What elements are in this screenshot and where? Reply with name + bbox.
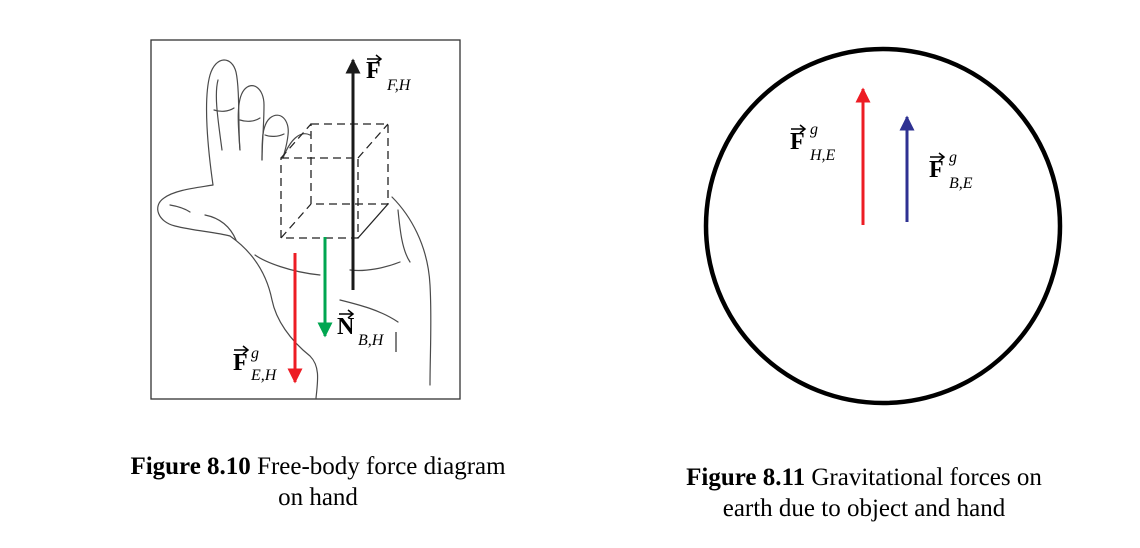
label-f-fh-subscript: F,H (386, 77, 412, 94)
earth-circle (703, 46, 1063, 406)
label-f-he: F g H,E (790, 121, 836, 164)
label-f-be-symbol: F (929, 157, 944, 183)
figure-8-11-number: Figure 8.11 (686, 464, 806, 491)
cube-solid-edge (357, 203, 389, 239)
figure-8-10-caption-text: Free-body force diagram on hand (250, 453, 506, 511)
label-f-be: F g B,E (929, 149, 973, 192)
label-f-he-subscript: H,E (809, 147, 836, 164)
figure-8-10-diagram: F F,H N B,H F g E,H (150, 39, 461, 400)
label-f-fh-symbol: F (366, 58, 381, 84)
object-cube (280, 123, 389, 239)
label-f-he-symbol: F (790, 129, 805, 155)
label-f-eh-symbol: F (233, 350, 248, 376)
label-f-he-superscript: g (810, 121, 818, 138)
figure-8-10-frame (150, 39, 461, 400)
label-f-eh-subscript: E,H (250, 367, 278, 384)
label-n-bh-subscript: B,H (358, 332, 385, 349)
label-n-bh: N B,H (337, 309, 397, 352)
label-f-be-superscript: g (949, 149, 957, 166)
figure-8-11-caption: Figure 8.11 Gravitational forces on eart… (659, 462, 1069, 524)
label-f-be-subscript: B,E (949, 175, 973, 192)
figure-8-11-diagram: F g H,E F g B,E (703, 46, 1063, 406)
figure-8-10-caption: Figure 8.10 Free-body force diagram on h… (118, 451, 518, 513)
hand-drawing (157, 59, 432, 399)
figure-8-11-caption-text: Gravitational forces on earth due to obj… (722, 464, 1042, 522)
label-f-fh: F F,H (366, 54, 412, 94)
label-f-eh-superscript: g (251, 345, 259, 362)
label-f-eh: F g E,H (233, 345, 278, 384)
figure-8-10-number: Figure 8.10 (130, 453, 251, 480)
label-n-bh-symbol: N (337, 314, 355, 340)
